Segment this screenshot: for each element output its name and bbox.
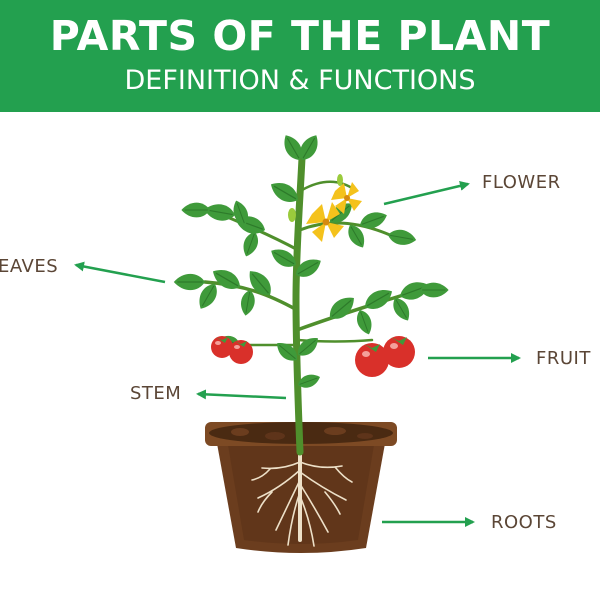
flower-label: FLOWER xyxy=(482,172,561,193)
fruits xyxy=(211,336,415,377)
title-banner: PARTS OF THE PLANT DEFINITION & FUNCTION… xyxy=(0,0,600,112)
stem-label: STEM xyxy=(130,383,182,404)
fruit-label: FRUIT xyxy=(536,348,591,369)
roots-label: ROOTS xyxy=(491,512,557,533)
page-title: PARTS OF THE PLANT xyxy=(49,12,551,60)
stem-arrow xyxy=(196,389,287,400)
leaves-label: EAVES xyxy=(0,256,59,277)
page-subtitle: DEFINITION & FUNCTIONS xyxy=(124,65,476,96)
flowers xyxy=(288,174,362,242)
flower-arrow xyxy=(383,180,470,206)
roots xyxy=(251,446,353,547)
leaves-arrow xyxy=(74,261,166,284)
